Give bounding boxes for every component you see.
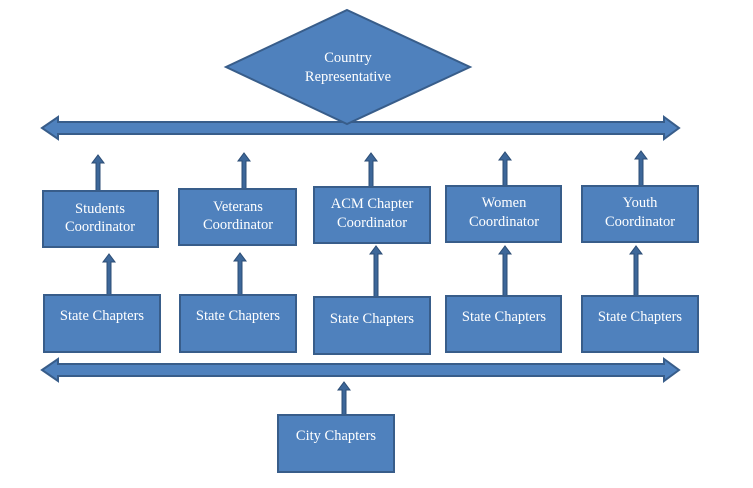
arrow-up-city bbox=[337, 381, 351, 416]
arrow-up-state-1 bbox=[102, 253, 116, 296]
coordinator-box-veterans: Veterans Coordinator bbox=[178, 188, 297, 246]
coordinator-label-line1: Women bbox=[482, 195, 527, 211]
coordinator-to-bar-arrows bbox=[91, 150, 648, 192]
arrow-up-women bbox=[498, 151, 512, 187]
country-representative-node: Country Representative bbox=[223, 8, 473, 126]
coordinator-rect-students bbox=[42, 190, 159, 248]
state-chapters-rect bbox=[43, 294, 161, 353]
city-chapters-label: City Chapters bbox=[296, 428, 377, 444]
coordinator-label-line2: Coordinator bbox=[65, 219, 135, 235]
coordinator-label-line1: Students bbox=[75, 201, 125, 217]
country-representative-diamond bbox=[223, 8, 473, 126]
coordinator-box-acm: ACM Chapter Coordinator bbox=[313, 186, 431, 244]
coordinator-box-students: Students Coordinator bbox=[42, 190, 159, 248]
coordinator-label-line2: Coordinator bbox=[469, 214, 539, 230]
coordinator-rect-youth bbox=[581, 185, 699, 243]
arrow-up-youth bbox=[634, 150, 648, 187]
coordinator-rect-acm bbox=[313, 186, 431, 244]
arrow-up-state-4 bbox=[498, 245, 512, 297]
arrow-up-state-3 bbox=[369, 245, 383, 298]
arrow-up-state-5 bbox=[629, 245, 643, 297]
coordinator-label-line2: Coordinator bbox=[337, 215, 407, 231]
country-representative-label-line2: Representative bbox=[305, 69, 391, 85]
coordinator-rect-women bbox=[445, 185, 562, 243]
city-chapters-rect bbox=[277, 414, 395, 473]
state-chapters-rect bbox=[581, 295, 699, 353]
coordinator-label-line2: Coordinator bbox=[203, 217, 273, 233]
state-chapters-label: State Chapters bbox=[60, 308, 145, 324]
coordinator-rect-veterans bbox=[178, 188, 297, 246]
state-chapters-box: State Chapters bbox=[581, 295, 699, 353]
country-representative-label-line1: Country bbox=[324, 50, 372, 66]
coordinator-box-women: Women Coordinator bbox=[445, 185, 562, 243]
state-chapters-box: State Chapters bbox=[313, 296, 431, 355]
coordinator-label-line1: Veterans bbox=[213, 199, 263, 215]
state-to-coordinator-arrows bbox=[102, 245, 643, 298]
coordinator-box-youth: Youth Coordinator bbox=[581, 185, 699, 243]
state-chapters-label: State Chapters bbox=[598, 309, 683, 325]
arrow-up-state-2 bbox=[233, 252, 247, 296]
state-chapters-label: State Chapters bbox=[462, 309, 547, 325]
state-chapters-label: State Chapters bbox=[196, 308, 281, 324]
coordinator-label-line1: Youth bbox=[623, 195, 659, 211]
state-chapters-rect bbox=[445, 295, 562, 353]
state-chapters-rect bbox=[179, 294, 297, 353]
city-chapters-node: City Chapters bbox=[277, 414, 395, 473]
bottom-double-arrow bbox=[40, 357, 681, 383]
arrow-up-students bbox=[91, 154, 105, 192]
state-chapters-box: State Chapters bbox=[179, 294, 297, 353]
state-chapters-rect bbox=[313, 296, 431, 355]
arrow-up-acm bbox=[364, 152, 378, 188]
state-chapters-box: State Chapters bbox=[43, 294, 161, 353]
coordinator-label-line1: ACM Chapter bbox=[331, 196, 414, 212]
arrow-up-veterans bbox=[237, 152, 251, 190]
state-chapters-box: State Chapters bbox=[445, 295, 562, 353]
state-chapters-label: State Chapters bbox=[330, 311, 415, 327]
top-double-arrow bbox=[40, 115, 681, 141]
coordinator-label-line2: Coordinator bbox=[605, 214, 675, 230]
